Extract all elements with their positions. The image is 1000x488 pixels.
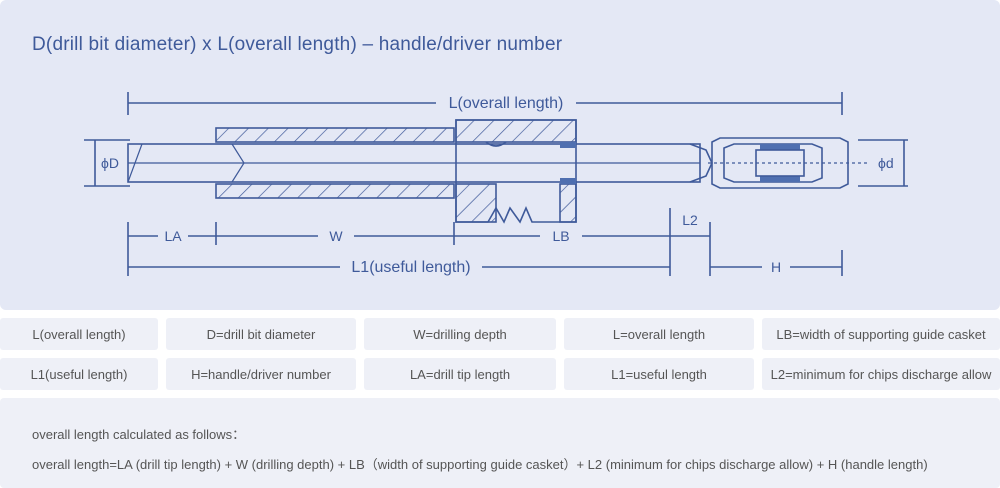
formula-panel: overall length calculated as follows： ov…: [0, 398, 1000, 488]
label-phi-d: ϕd: [878, 155, 894, 171]
label-W: W: [329, 228, 343, 244]
legend-cell: LB=width of supporting guide casket: [762, 318, 1000, 350]
label-L2: L2: [682, 212, 698, 228]
legend-cell: D=drill bit diameter: [166, 318, 356, 350]
guide-bush-top: [215, 127, 455, 143]
formula-heading: overall length calculated as follows：: [32, 427, 246, 442]
handle-band-top: [760, 144, 800, 150]
legend-cell: H=handle/driver number: [166, 358, 356, 390]
formula-text: overall length=LA (drill tip length) + W…: [32, 457, 928, 472]
page-title: D(drill bit diameter) x L(overall length…: [32, 34, 563, 55]
legend-cell: L(overall length): [0, 318, 158, 350]
legend-cell: LA=drill tip length: [364, 358, 556, 390]
label-useful-length: L1(useful length): [351, 259, 470, 276]
legend-cell: L=overall length: [564, 318, 754, 350]
handle-body: [711, 137, 849, 189]
label-phi-D: ϕD: [101, 155, 119, 171]
label-H: H: [771, 259, 781, 275]
guide-bush-bottom: [215, 183, 455, 199]
legend-cell: L1(useful length): [0, 358, 158, 390]
legend-cell: L2=minimum for chips discharge allow: [762, 358, 1000, 390]
label-overall-length: L(overall length): [449, 95, 564, 112]
handle-band-bottom: [760, 176, 800, 182]
label-LA: LA: [164, 228, 182, 244]
legend-cell: L1=useful length: [564, 358, 754, 390]
diagram-panel: [0, 0, 1000, 310]
legend-cell: W=drilling depth: [364, 318, 556, 350]
label-LB: LB: [552, 228, 569, 244]
drill-diagram: L(overall length) ϕD ϕd LA W LB L2 L1(us…: [84, 92, 908, 276]
